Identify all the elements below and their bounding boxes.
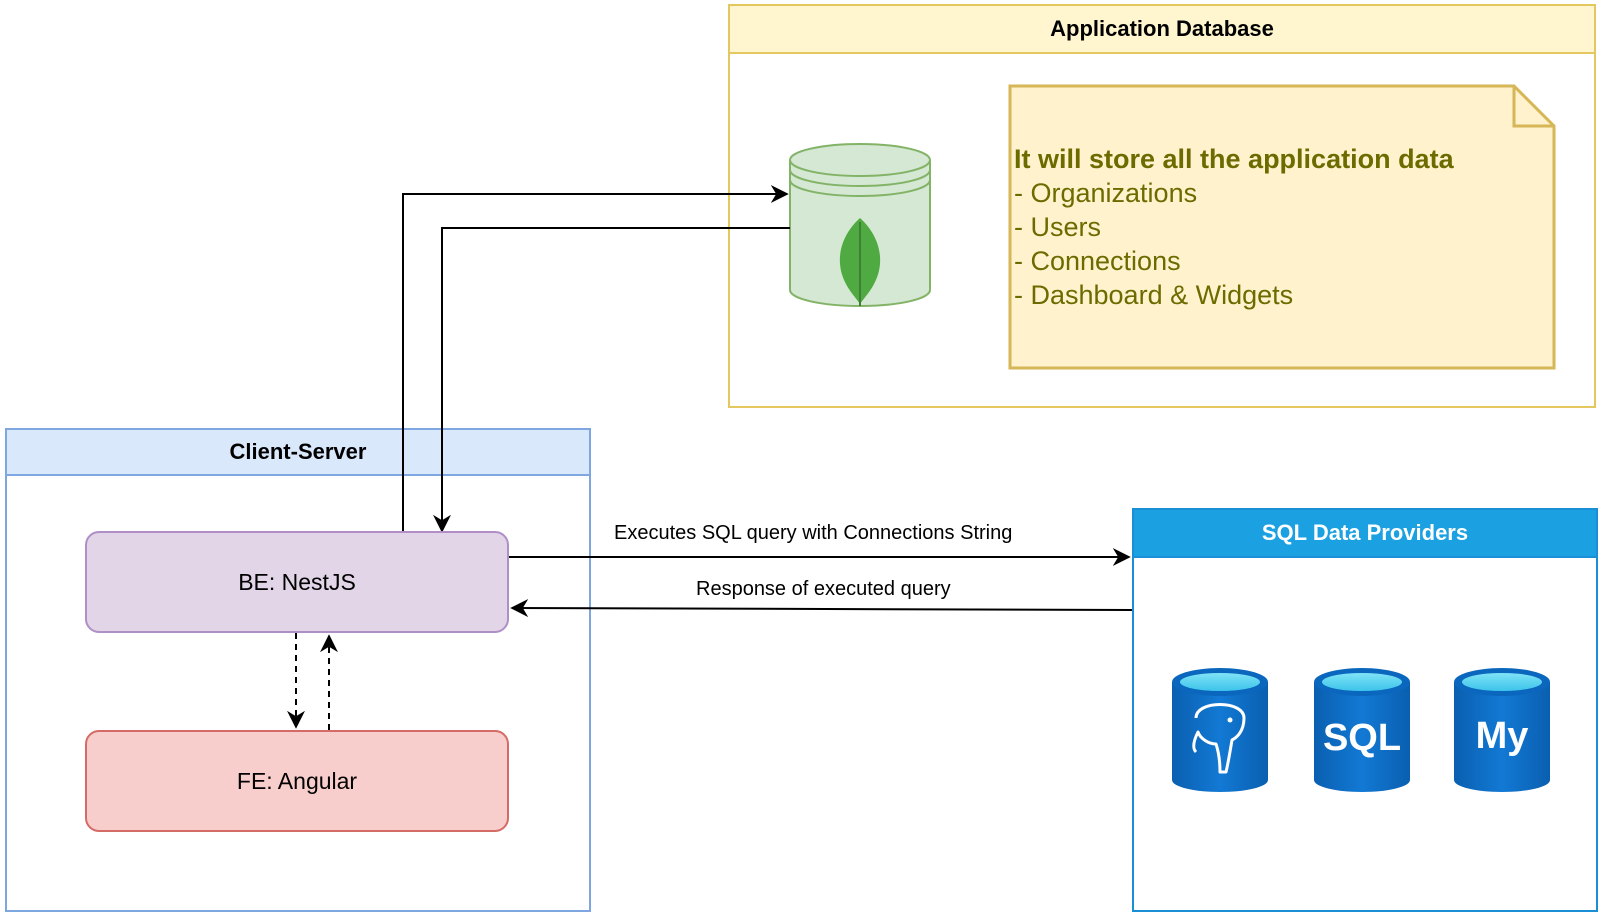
sql-server-icon: SQL: [1314, 668, 1410, 792]
mongodb-icon: [789, 143, 931, 307]
frontend-angular-box: FE: Angular: [85, 730, 509, 832]
note-item-connections: - Connections: [1014, 246, 1181, 276]
execute-query-label: Executes SQL query with Connections Stri…: [614, 522, 1013, 544]
db-to-be-arrow: [433, 227, 790, 533]
note-shape: [1008, 84, 1556, 370]
backend-nestjs-box: BE: NestJS: [85, 531, 509, 633]
mysql-icon-text: My: [1476, 715, 1529, 757]
note-item-dashboard-widgets: - Dashboard & Widgets: [1014, 280, 1294, 310]
response-label: Response of executed query: [696, 578, 951, 600]
be-to-db-arrow: [402, 185, 789, 531]
postgresql-icon: [1172, 668, 1268, 792]
note-title: It will store all the application data: [1014, 144, 1454, 174]
mysql-icon: My: [1454, 668, 1550, 792]
sql-server-icon-text: SQL: [1323, 717, 1401, 759]
client-server-title: Client-Server: [7, 430, 589, 476]
application-database-title: Application Database: [730, 6, 1594, 54]
response-arrow: [510, 599, 1133, 618]
sql-data-providers-title: SQL Data Providers: [1134, 510, 1596, 558]
note-item-organizations: - Organizations: [1014, 178, 1198, 208]
note-item-users: - Users: [1014, 212, 1101, 242]
application-data-note: It will store all the application data -…: [1014, 142, 1554, 312]
